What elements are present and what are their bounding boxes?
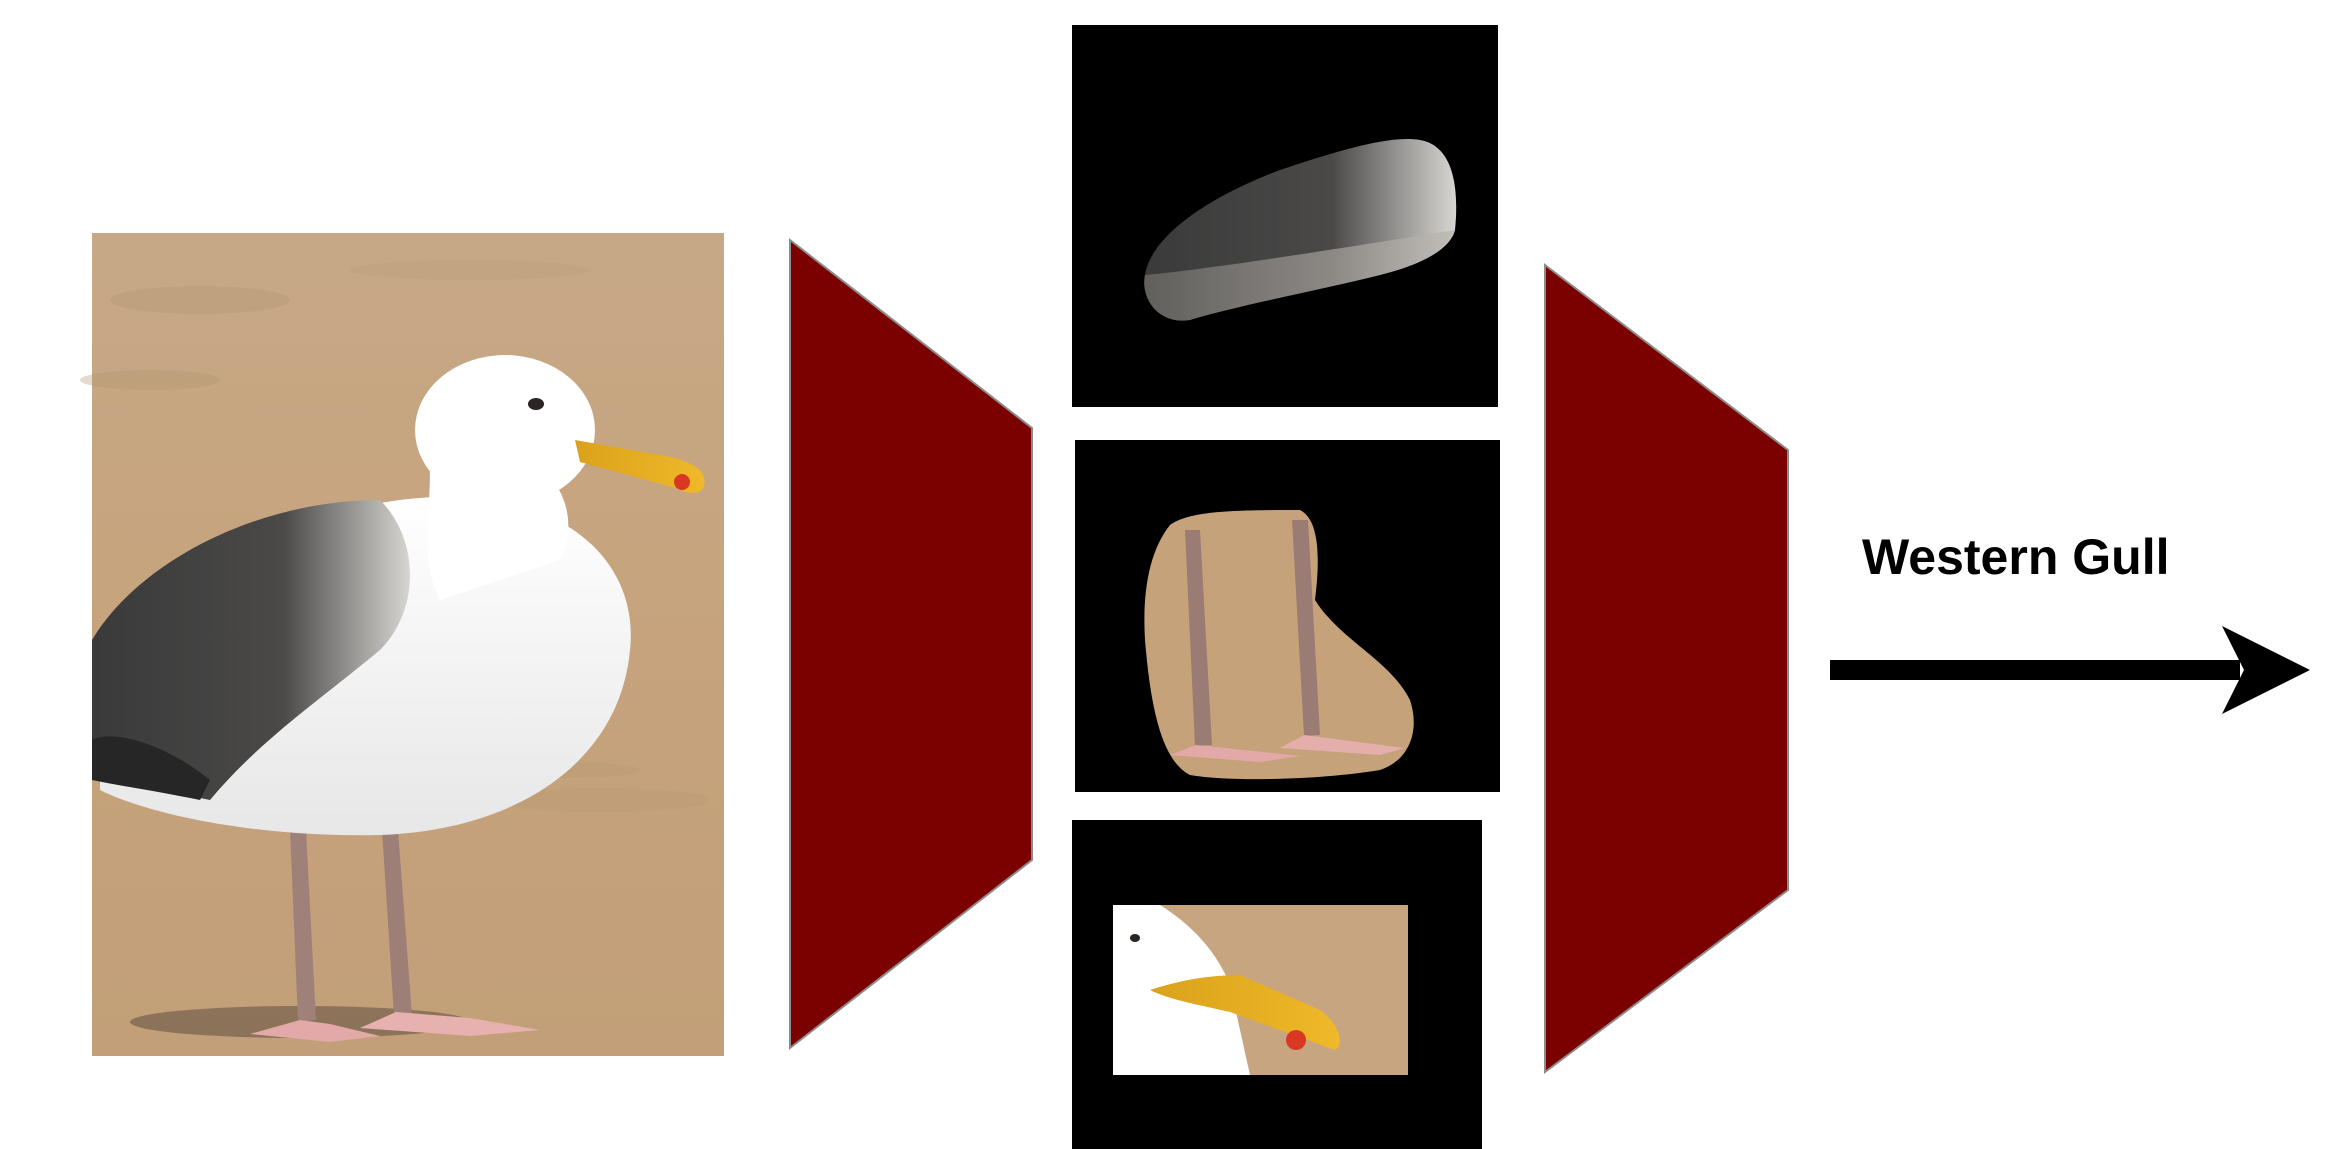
part-crop-head bbox=[1072, 820, 1482, 1149]
output-class-label: Western Gull bbox=[1862, 528, 2169, 586]
part-crop-legs bbox=[1075, 440, 1500, 792]
output-arrow bbox=[1830, 626, 2310, 714]
part-crop-wing bbox=[1072, 25, 1498, 407]
encoder-block-2 bbox=[1545, 265, 1788, 1072]
encoder-block-1 bbox=[790, 240, 1032, 1048]
input-photo bbox=[80, 233, 724, 1056]
